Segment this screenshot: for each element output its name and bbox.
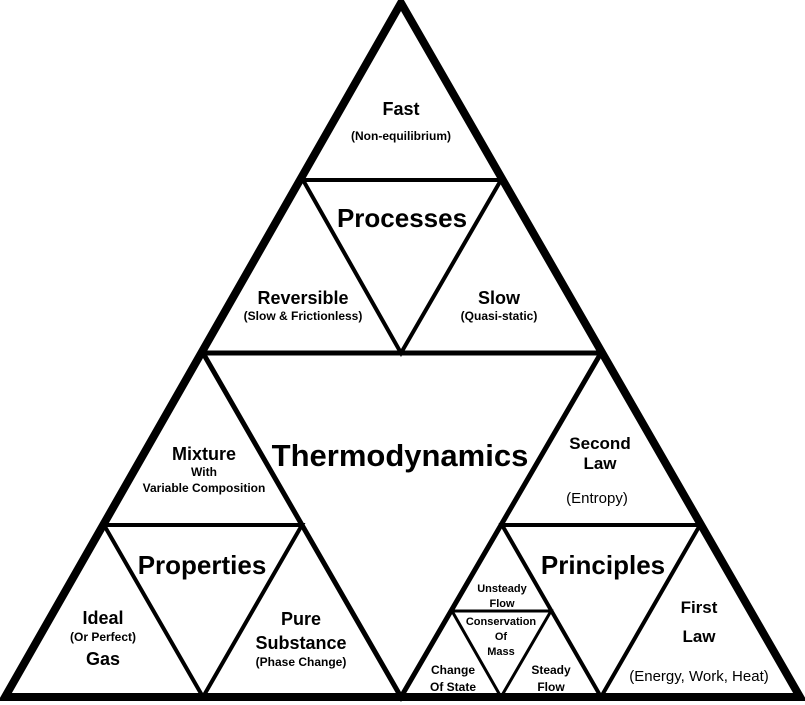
processes-heading: Processes [337, 203, 467, 233]
properties-triangle [100, 523, 306, 702]
change-line1: Change [431, 663, 475, 677]
conservation-line3: Mass [487, 646, 515, 658]
mass-triangle [449, 609, 554, 701]
fast-sub: (Non-equilibrium) [351, 129, 451, 143]
unsteady-line2: Flow [489, 598, 514, 610]
reversible-sub: (Slow & Frictionless) [244, 309, 363, 323]
slow-label: Slow [478, 288, 521, 308]
properties-heading: Properties [138, 550, 267, 580]
first-law-line2: Law [682, 627, 716, 646]
reversible-label: Reversible [257, 288, 348, 308]
pure-label: Pure [281, 609, 321, 629]
processes-triangle [299, 178, 505, 358]
change-line2: Of State [430, 680, 476, 694]
mixture-label: Mixture [172, 444, 236, 464]
diagram-title: Thermodynamics [272, 438, 529, 473]
first-law-line1: First [681, 598, 718, 617]
second-law-line2: Law [583, 454, 617, 473]
mixture-line3: Variable Composition [143, 481, 266, 495]
principles-heading: Principles [541, 550, 665, 580]
first-law-sub: (Energy, Work, Heat) [629, 668, 768, 685]
mixture-line2: With [191, 465, 217, 479]
gas-label: Gas [86, 649, 120, 669]
unsteady-line1: Unsteady [477, 583, 527, 595]
steady-line2: Flow [537, 680, 565, 694]
ideal-sub: (Or Perfect) [70, 630, 136, 644]
substance-label: Substance [255, 633, 346, 653]
steady-line1: Steady [531, 663, 571, 677]
second-law-line1: Second [569, 434, 630, 453]
entropy-sub: (Entropy) [566, 490, 628, 507]
slow-sub: (Quasi-static) [461, 309, 538, 323]
ideal-label: Ideal [82, 608, 123, 628]
conservation-line2: Of [495, 631, 508, 643]
fast-label: Fast [382, 99, 419, 119]
pure-sub: (Phase Change) [256, 655, 347, 669]
conservation-line1: Conservation [466, 616, 537, 628]
